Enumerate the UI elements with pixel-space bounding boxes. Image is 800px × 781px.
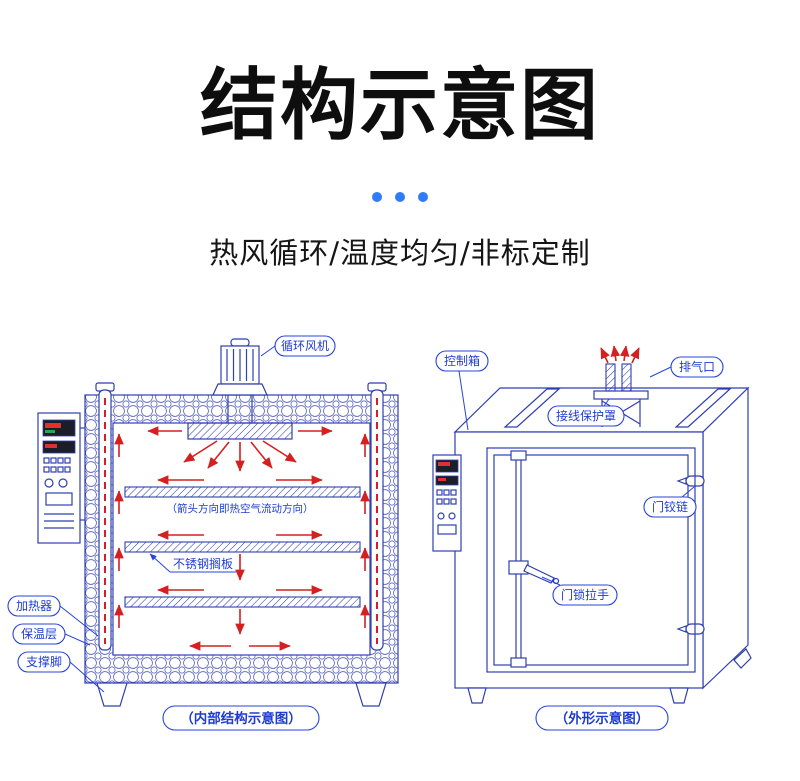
label-exhaust-port: 排气口 <box>649 356 724 378</box>
heater-label: 加热器 <box>16 599 52 613</box>
label-heater: 加热器 <box>7 595 99 637</box>
shelf <box>124 486 361 498</box>
external-caption-text: （外形示意图） <box>555 710 650 727</box>
fan-label: 循环风机 <box>281 339 329 353</box>
control-panel <box>37 412 85 544</box>
internal-structure-diagram: 循环风机 （箭头方向即热空气流动方向） 不锈钢搁板 加热器 保温层 <box>7 335 399 731</box>
heater-tube-right <box>367 382 387 651</box>
external-structure-diagram: 控制箱 排气口 接线保护罩 门铰链 门锁拉手 <box>432 345 752 731</box>
exhaust-port-label: 排气口 <box>679 359 715 374</box>
support-foot-label: 支撑脚 <box>26 654 62 669</box>
insulation-label: 保温层 <box>21 627 57 641</box>
control-box-label: 控制箱 <box>444 353 480 368</box>
label-support-foot: 支撑脚 <box>17 651 105 693</box>
shelf <box>124 596 361 608</box>
label-insulation: 保温层 <box>12 623 91 646</box>
airflow-arrows <box>114 426 370 651</box>
label-control-box: 控制箱 <box>435 350 489 431</box>
door-hinge-bottom <box>676 623 705 635</box>
dot-icon <box>418 192 428 202</box>
door-hinge-label: 门铰链 <box>652 499 688 514</box>
door-handle-label: 门锁拉手 <box>561 587 609 602</box>
air-distributor <box>187 422 293 440</box>
dot-icon <box>372 192 382 202</box>
label-shelf: 不锈钢搁板 <box>149 553 236 573</box>
wiring-cover-label: 接线保护罩 <box>556 408 616 423</box>
label-door-handle: 门锁拉手 <box>541 576 618 606</box>
shelves <box>124 486 361 608</box>
shelf-label: 不锈钢搁板 <box>173 556 233 571</box>
shelf <box>124 541 361 553</box>
diagrams-canvas: 循环风机 （箭头方向即热空气流动方向） 不锈钢搁板 加热器 保温层 <box>7 335 752 731</box>
support-feet-external <box>467 648 752 704</box>
external-caption: （外形示意图） <box>535 705 669 731</box>
door-hinge-top <box>676 475 705 487</box>
exhaust-arrows <box>600 345 640 364</box>
page-title: 结构示意图 <box>199 61 600 151</box>
control-panel-external <box>432 454 462 552</box>
label-wiring-cover: 接线保护罩 <box>547 398 625 427</box>
airflow-note: （箭头方向即热空气流动方向） <box>167 502 314 515</box>
internal-caption: （内部结构示意图） <box>162 705 320 731</box>
title-dots <box>0 192 800 202</box>
dot-icon <box>395 192 405 202</box>
heater-tube-left <box>95 382 115 651</box>
circulation-fan <box>212 338 268 423</box>
internal-caption-text: （内部结构示意图） <box>180 710 302 727</box>
page-subtitle: 热风循环/温度均匀/非标定制 <box>209 236 591 270</box>
label-door-hinge: 门铰链 <box>643 486 697 518</box>
door <box>486 447 705 673</box>
support-feet <box>96 682 387 707</box>
label-circulation-fan: 循环风机 <box>260 335 336 357</box>
